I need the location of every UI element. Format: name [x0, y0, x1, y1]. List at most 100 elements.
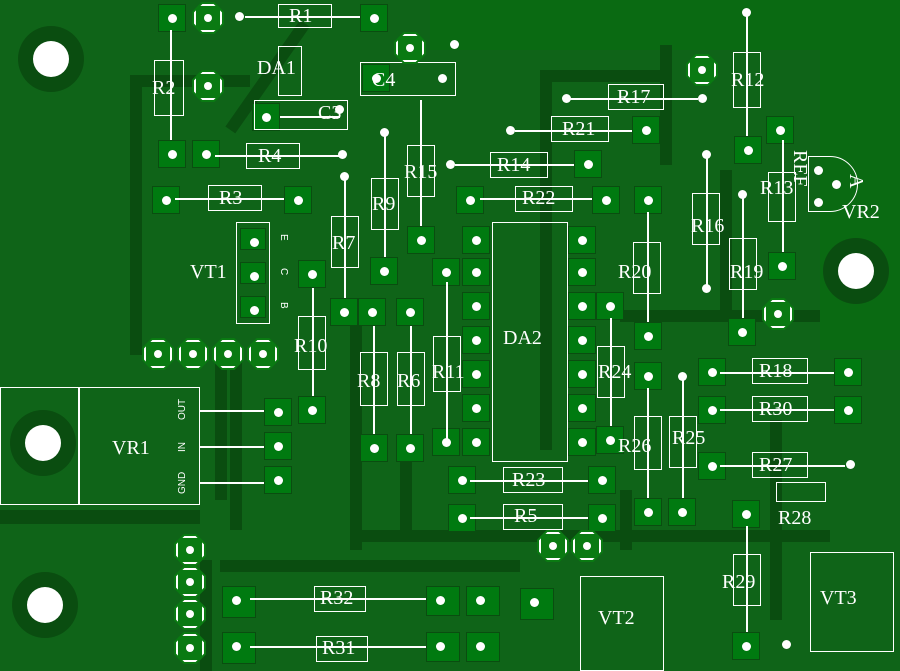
via: [340, 172, 349, 181]
r19-lead: [742, 198, 744, 324]
via: [782, 640, 791, 649]
r32-pad: [222, 586, 256, 618]
r21-lead: [515, 130, 635, 132]
r27-label: R27: [759, 454, 793, 476]
r1-lead: [245, 16, 365, 18]
da2-pin: [568, 428, 596, 456]
da2-pin: [462, 258, 490, 286]
r32-pad: [466, 586, 500, 616]
r24-pad: [596, 292, 624, 320]
mounting-hole: [18, 26, 84, 92]
r6-pad: [396, 298, 424, 326]
r10-pad: [298, 260, 326, 288]
r3-pad: [152, 186, 180, 214]
r6-body: [397, 352, 425, 406]
mounting-hole: [10, 410, 76, 476]
da2-link: [432, 258, 460, 286]
r11-label: R11: [432, 361, 465, 383]
r4-lead: [215, 155, 340, 157]
c3-pad: [252, 103, 280, 131]
r32-pad: [426, 586, 460, 616]
r10-lead: [312, 288, 314, 408]
r12-label: R12: [731, 69, 765, 91]
r18-body: [752, 358, 808, 384]
da1-body: [278, 46, 302, 96]
c3-label: C3: [318, 102, 342, 124]
trace: [215, 360, 227, 500]
da2-pin: [462, 292, 490, 320]
trace: [230, 360, 242, 530]
vr2-pad-oct: [762, 298, 794, 330]
r20-lead: [647, 212, 649, 332]
r26-pad: [634, 362, 662, 390]
r7-label: R7: [332, 232, 356, 254]
r13-label: R13: [760, 177, 794, 199]
r11-lead: [446, 282, 448, 442]
via: [814, 166, 823, 175]
r14-body: [490, 152, 548, 178]
via: [832, 180, 841, 189]
r22-pad: [456, 186, 484, 214]
r1-body: [278, 4, 332, 28]
da2-pin: [462, 226, 490, 254]
vt1-pad-c: [240, 262, 266, 284]
header-pad: [177, 338, 209, 370]
trace: [350, 320, 362, 550]
r16-label: R16: [691, 215, 725, 237]
r8-label: R8: [357, 370, 381, 392]
vr1-pin-in: IN: [177, 442, 188, 452]
r31-pad: [426, 632, 460, 662]
r29-body: [733, 554, 761, 606]
trace: [130, 75, 250, 87]
r18-label: R18: [759, 360, 793, 382]
trace: [400, 440, 412, 540]
via: [506, 126, 515, 135]
vt2-pad: [520, 588, 554, 620]
via: [702, 150, 711, 159]
header-pad: [212, 338, 244, 370]
r25-lead: [682, 380, 684, 510]
r14-lead: [455, 164, 585, 166]
r22-lead: [480, 198, 605, 200]
trace: [620, 490, 632, 550]
da2-pin: [462, 326, 490, 354]
da1-label: DA1: [257, 57, 296, 79]
r29-lead: [746, 526, 748, 638]
r29-pad: [732, 500, 760, 528]
vt1-body: [236, 222, 270, 324]
via: [678, 372, 687, 381]
r16-lead: [706, 158, 708, 286]
r31-body: [316, 636, 368, 662]
da2-pin: [568, 326, 596, 354]
r31-label: R31: [322, 637, 356, 659]
r23-pad: [588, 466, 616, 494]
r29-label: R29: [722, 571, 756, 593]
r17-body: [608, 84, 664, 110]
da2-pin: [568, 226, 596, 254]
vr2-body: [808, 156, 858, 212]
r26-pad: [634, 498, 662, 526]
r14-pad: [574, 150, 602, 178]
r24-label: R24: [598, 361, 632, 383]
c3-body: [254, 100, 348, 130]
vt2-label: VT2: [598, 607, 635, 629]
r23-body: [503, 467, 563, 493]
trace: [770, 420, 782, 620]
r17-lead: [570, 98, 698, 100]
r1-pad-oct: [192, 2, 224, 34]
r10-label: R10: [294, 335, 328, 357]
r31-pad: [466, 632, 500, 662]
vr2-label: VR2: [842, 201, 880, 223]
r22-label: R22: [522, 187, 556, 209]
mounting-hole: [823, 238, 889, 304]
r18-pad: [834, 358, 862, 386]
r2-body: [154, 60, 184, 116]
da2-body: [492, 222, 568, 462]
r3-pad: [284, 186, 312, 214]
vr2-pin-ref: REF: [789, 150, 811, 187]
r14-label: R14: [497, 154, 531, 176]
r9-pad: [370, 257, 398, 285]
r12-pad: [734, 136, 762, 164]
r20-body: [633, 242, 661, 294]
via: [335, 105, 344, 114]
